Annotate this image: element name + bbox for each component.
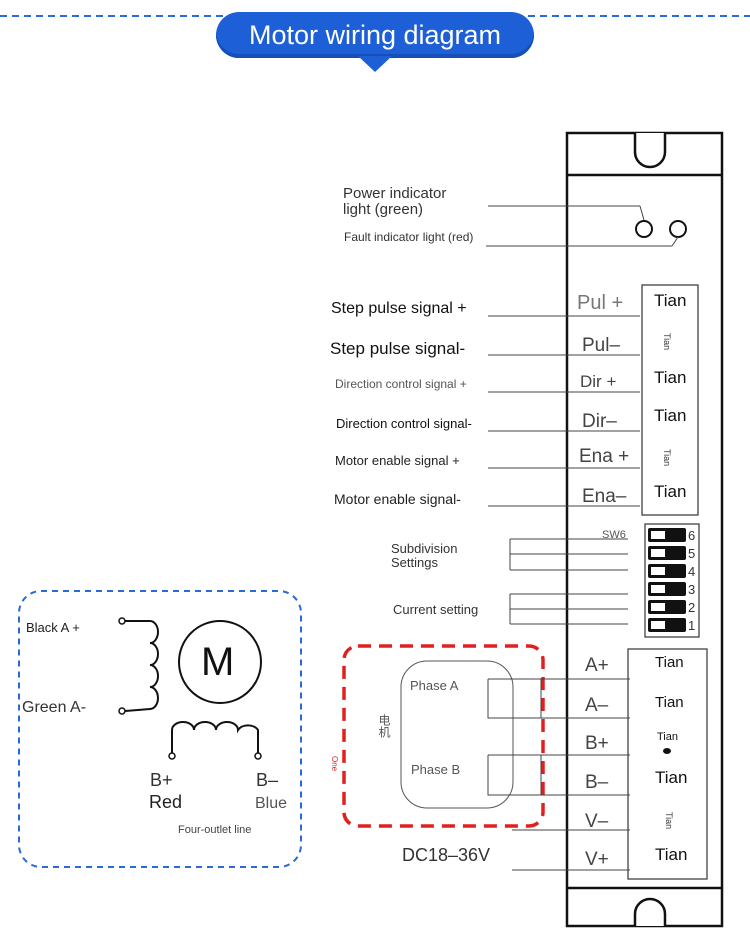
motor-vertical-text: 电机	[377, 714, 391, 738]
black-wire-label: Black A +	[26, 620, 80, 635]
blue-wire-label: Blue	[255, 795, 288, 812]
terminal-label: Pul–	[582, 335, 621, 356]
signal-label: Motor enable signal-	[334, 491, 461, 507]
dip-number: 6	[688, 528, 696, 543]
fault-indicator-label: Fault indicator light (red)	[344, 230, 474, 244]
signal-label: Direction control signal-	[336, 416, 472, 431]
subdivision-line2: Settings	[391, 555, 438, 570]
subdivision-line1: Subdivision	[391, 541, 458, 556]
phase-a-label: Phase A	[410, 678, 459, 693]
terminal-label: Ena +	[579, 446, 630, 467]
terminal-dot	[663, 748, 671, 754]
power-indicator-line2: light (green)	[343, 201, 424, 218]
power-terminal-tag: Tian	[657, 731, 678, 743]
current-setting-label: Current setting	[393, 602, 479, 617]
terminal-tag: Tian	[654, 482, 687, 501]
side-text: One	[330, 756, 339, 772]
supply-label: DC18–36V	[402, 845, 491, 865]
dip-number: 1	[688, 618, 696, 633]
title-banner: Motor wiring diagram	[216, 12, 534, 58]
dip-number: 4	[688, 564, 696, 579]
four-outlet-caption: Four-outlet line	[178, 824, 252, 836]
dip-number: 2	[688, 600, 696, 615]
subdivision-settings-label: Subdivision Settings	[391, 542, 458, 570]
signal-label: Motor enable signal +	[335, 453, 460, 468]
terminal-tag: Tian	[654, 291, 687, 310]
terminal-label: Dir–	[582, 411, 617, 432]
power-terminal-label: A+	[585, 655, 609, 676]
title-arrow-icon	[358, 56, 392, 72]
power-indicator-line1: Power indicator	[343, 185, 447, 202]
page-title: Motor wiring diagram	[248, 19, 502, 50]
terminal-tag: Tian	[654, 368, 687, 387]
signal-label: Step pulse signal-	[330, 339, 466, 358]
b-plus-label: B+	[150, 770, 173, 790]
dip-number: 3	[688, 582, 696, 597]
power-terminal-tag: Tian	[655, 694, 684, 711]
power-terminal-tag: Tian	[655, 654, 684, 671]
power-terminal-tag: Tian	[655, 768, 688, 787]
terminal-label: Pul +	[577, 292, 624, 314]
power-terminal-label: B–	[585, 772, 609, 793]
terminal-label: Ena–	[582, 486, 627, 507]
signal-label: Step pulse signal +	[331, 300, 467, 317]
power-terminal-label: V+	[585, 849, 609, 870]
terminal-tag: Tian	[654, 406, 687, 425]
motor-letter: M	[201, 640, 235, 684]
terminal-tag: Tian	[662, 449, 672, 467]
green-wire-label: Green A-	[22, 699, 87, 716]
power-terminal-tag: Tian	[664, 812, 674, 830]
power-terminal-label: A–	[585, 695, 609, 716]
power-terminal-label: B+	[585, 733, 609, 754]
b-minus-label: B–	[256, 770, 279, 790]
power-indicator-label: Power indicator light (green)	[343, 186, 446, 218]
power-terminal-tag: Tian	[655, 845, 688, 864]
signal-label: Direction control signal +	[335, 377, 467, 391]
terminal-label: Dir +	[580, 372, 617, 391]
dip-sw-label: SW6	[602, 529, 626, 541]
terminal-tag: Tian	[662, 333, 672, 351]
red-wire-label: Red	[149, 792, 183, 812]
phase-b-label: Phase B	[411, 762, 461, 777]
dip-number: 5	[688, 546, 696, 561]
power-terminal-label: V–	[585, 811, 609, 832]
